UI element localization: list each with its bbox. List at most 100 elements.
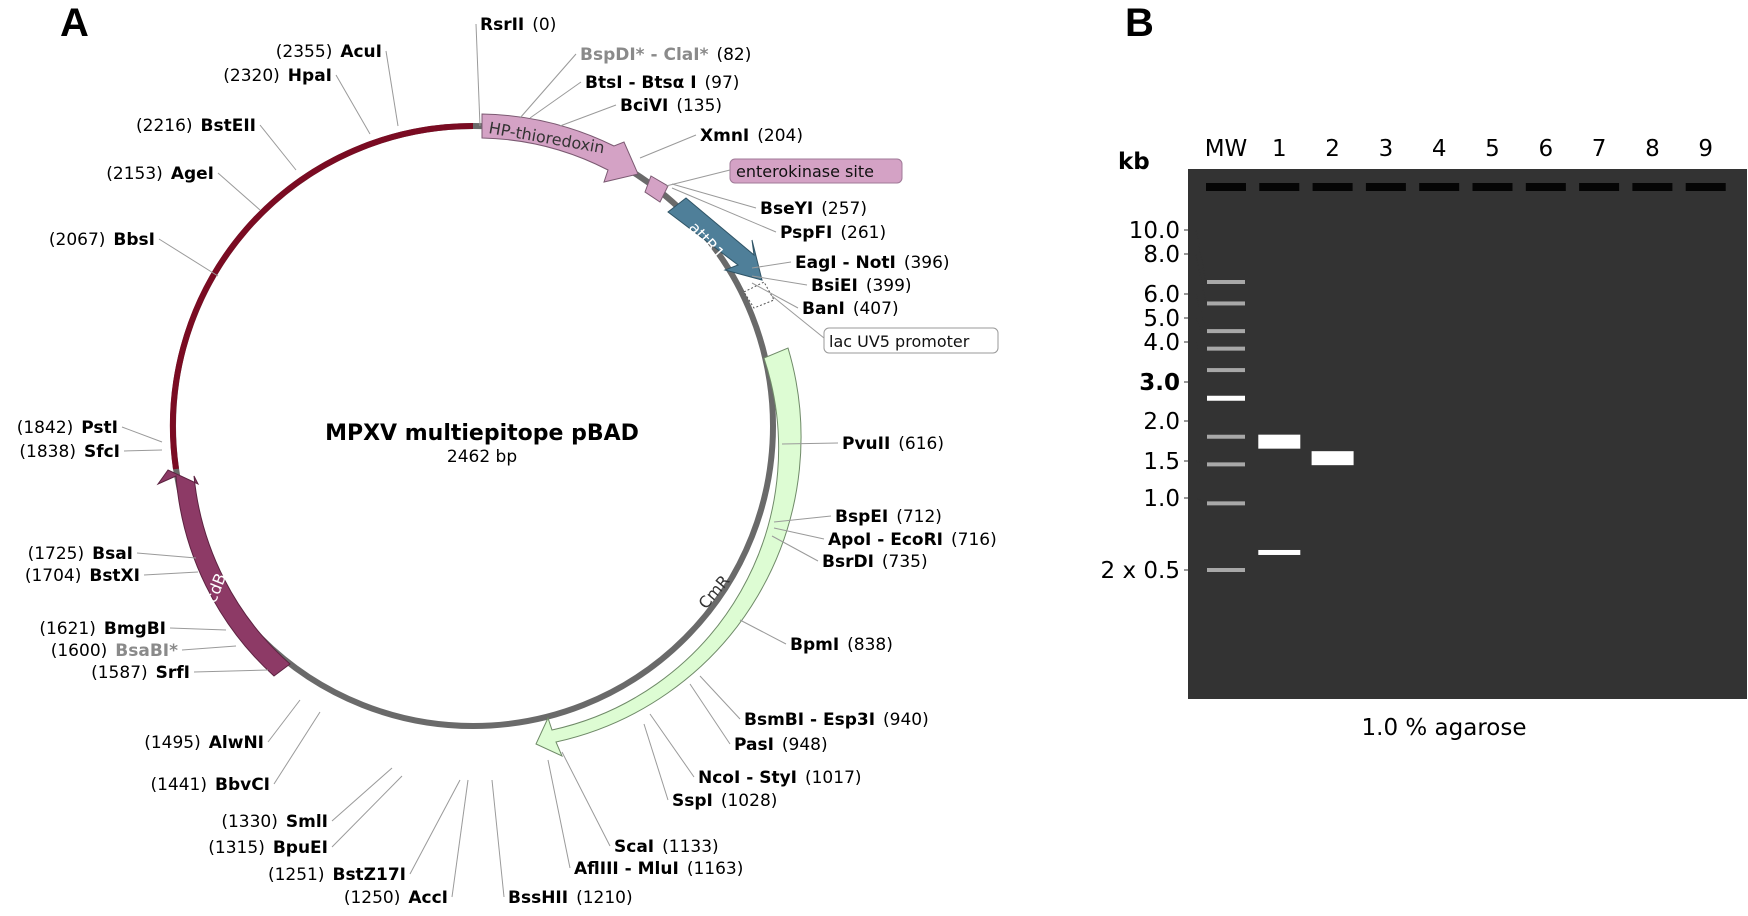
lac-promoter-label: lac UV5 promoter	[829, 332, 970, 351]
size-label: 6.0	[1143, 282, 1180, 308]
site-leader	[181, 645, 237, 651]
site-leader	[649, 713, 695, 778]
restriction-site-label: (1330)SmlI	[221, 812, 328, 832]
size-label: 4.0	[1143, 330, 1180, 356]
panel-a-letter: A	[60, 1, 89, 45]
ladder-band	[1207, 368, 1245, 373]
restriction-site-label: (1315)BpuEI	[208, 838, 328, 858]
size-leader	[1184, 317, 1207, 349]
lane-label: 5	[1485, 136, 1500, 162]
size-label: 5.0	[1143, 306, 1180, 332]
site-leader	[335, 74, 371, 135]
ladder-band	[1207, 346, 1245, 351]
site-leader	[475, 23, 481, 127]
size-leader	[1184, 381, 1207, 399]
gel-well	[1579, 183, 1620, 191]
site-leader	[491, 779, 505, 898]
ladder-band	[1207, 501, 1245, 506]
restriction-site-label: PvuII(616)	[842, 434, 944, 454]
ladder-band	[1207, 280, 1245, 284]
lane-label: 1	[1272, 136, 1287, 162]
restriction-site-label: ApoI - EcoRI(716)	[828, 530, 997, 550]
restriction-site-label: PspFI(261)	[780, 223, 886, 243]
site-leader	[193, 669, 269, 673]
site-leader	[259, 124, 297, 171]
lane-label: 7	[1592, 136, 1607, 162]
size-label: 8.0	[1143, 242, 1180, 268]
site-leader	[773, 515, 832, 523]
kb-label: kb	[1118, 149, 1150, 175]
restriction-site-label: (1838)SfcI	[19, 442, 120, 462]
cmr-feature	[535, 347, 802, 757]
restriction-site-label: BtsI - Btsα I(97)	[585, 73, 739, 93]
restriction-site-label: (1600)BsaBI*	[51, 641, 178, 661]
enterokinase-marker	[644, 175, 669, 203]
site-leader	[689, 683, 731, 745]
restriction-site-label: BspDI* - ClaI*(82)	[580, 45, 751, 65]
site-leader	[559, 104, 617, 127]
restriction-site-label: (1621)BmgBI	[39, 619, 166, 639]
site-leader	[529, 81, 582, 119]
site-leader	[519, 53, 577, 119]
ladder-band	[1207, 568, 1245, 572]
site-leader	[451, 779, 469, 898]
gel-well	[1312, 183, 1353, 191]
site-leader	[773, 527, 825, 540]
enterokinase-box	[729, 158, 903, 184]
size-label: 1.5	[1143, 449, 1180, 475]
ladder-band	[1207, 301, 1245, 306]
ladder-band	[1207, 329, 1245, 334]
site-leader	[331, 775, 403, 848]
gel-well	[1365, 183, 1406, 191]
restriction-site-label: (2153)AgeI	[106, 164, 214, 184]
site-leader	[699, 675, 741, 720]
restriction-site-label: (2067)BbsI	[49, 230, 155, 250]
site-leader	[751, 282, 799, 309]
site-leader	[121, 426, 163, 443]
ladder-band	[1207, 395, 1245, 401]
restriction-site-label: EagI - NotI(396)	[795, 253, 950, 273]
ladder-band	[1207, 434, 1245, 439]
size-leader	[1184, 293, 1207, 332]
restriction-site-label: BseYI(257)	[760, 199, 867, 219]
gel-well	[1525, 183, 1566, 191]
restriction-site-label: BpmI(838)	[790, 635, 893, 655]
restriction-site-label: (1587)SrfI	[91, 663, 190, 683]
sample-band	[1258, 434, 1301, 449]
restriction-sites: RsrII(0)BspDI* - ClaI*(82)BtsI - Btsα I(…	[17, 15, 997, 908]
gel-well	[1206, 183, 1246, 191]
site-leader	[217, 172, 261, 211]
plasmid-size: 2462 bp	[447, 447, 517, 467]
restriction-site-label: BciVI(135)	[620, 96, 722, 116]
restriction-site-label: (1251)BstZ17I	[268, 865, 406, 885]
restriction-site-label: (1441)BbvCI	[150, 775, 270, 795]
restriction-site-label: (2216)BstEII	[136, 116, 256, 136]
site-leader	[136, 552, 197, 559]
site-leader	[547, 759, 571, 869]
restriction-site-label: BspEI(712)	[835, 507, 942, 527]
size-leader	[1184, 497, 1207, 504]
restriction-site-label: AflIII - MluI(1163)	[574, 859, 743, 879]
restriction-site-label: ScaI(1133)	[614, 837, 719, 857]
site-leader	[751, 275, 808, 286]
restriction-site-label: BsiEI(399)	[811, 276, 912, 296]
lane-label: 2	[1325, 136, 1340, 162]
lane-label: 4	[1432, 136, 1447, 162]
site-leader	[739, 619, 787, 645]
plasmid-name: MPXV multiepitope pBAD	[325, 421, 639, 446]
restriction-site-label: BssHII(1210)	[508, 888, 633, 908]
site-leader	[143, 571, 199, 576]
size-leader	[1184, 229, 1207, 283]
gel-well	[1259, 183, 1300, 191]
size-leader	[1184, 460, 1207, 465]
gel-well	[1632, 183, 1673, 191]
restriction-site-label: (1725)BsaI	[28, 544, 133, 564]
restriction-site-label: (1704)BstXI	[25, 566, 140, 586]
site-leader	[643, 723, 669, 801]
size-label: 2.0	[1143, 409, 1180, 435]
size-label: 3.0	[1139, 370, 1180, 396]
lane-label: 6	[1538, 136, 1553, 162]
plasmid-map: HP-thioredoxin attR1 CmR ccdB enterokina…	[17, 15, 999, 908]
cmr-label: CmR	[695, 571, 734, 612]
site-leader	[671, 183, 757, 209]
